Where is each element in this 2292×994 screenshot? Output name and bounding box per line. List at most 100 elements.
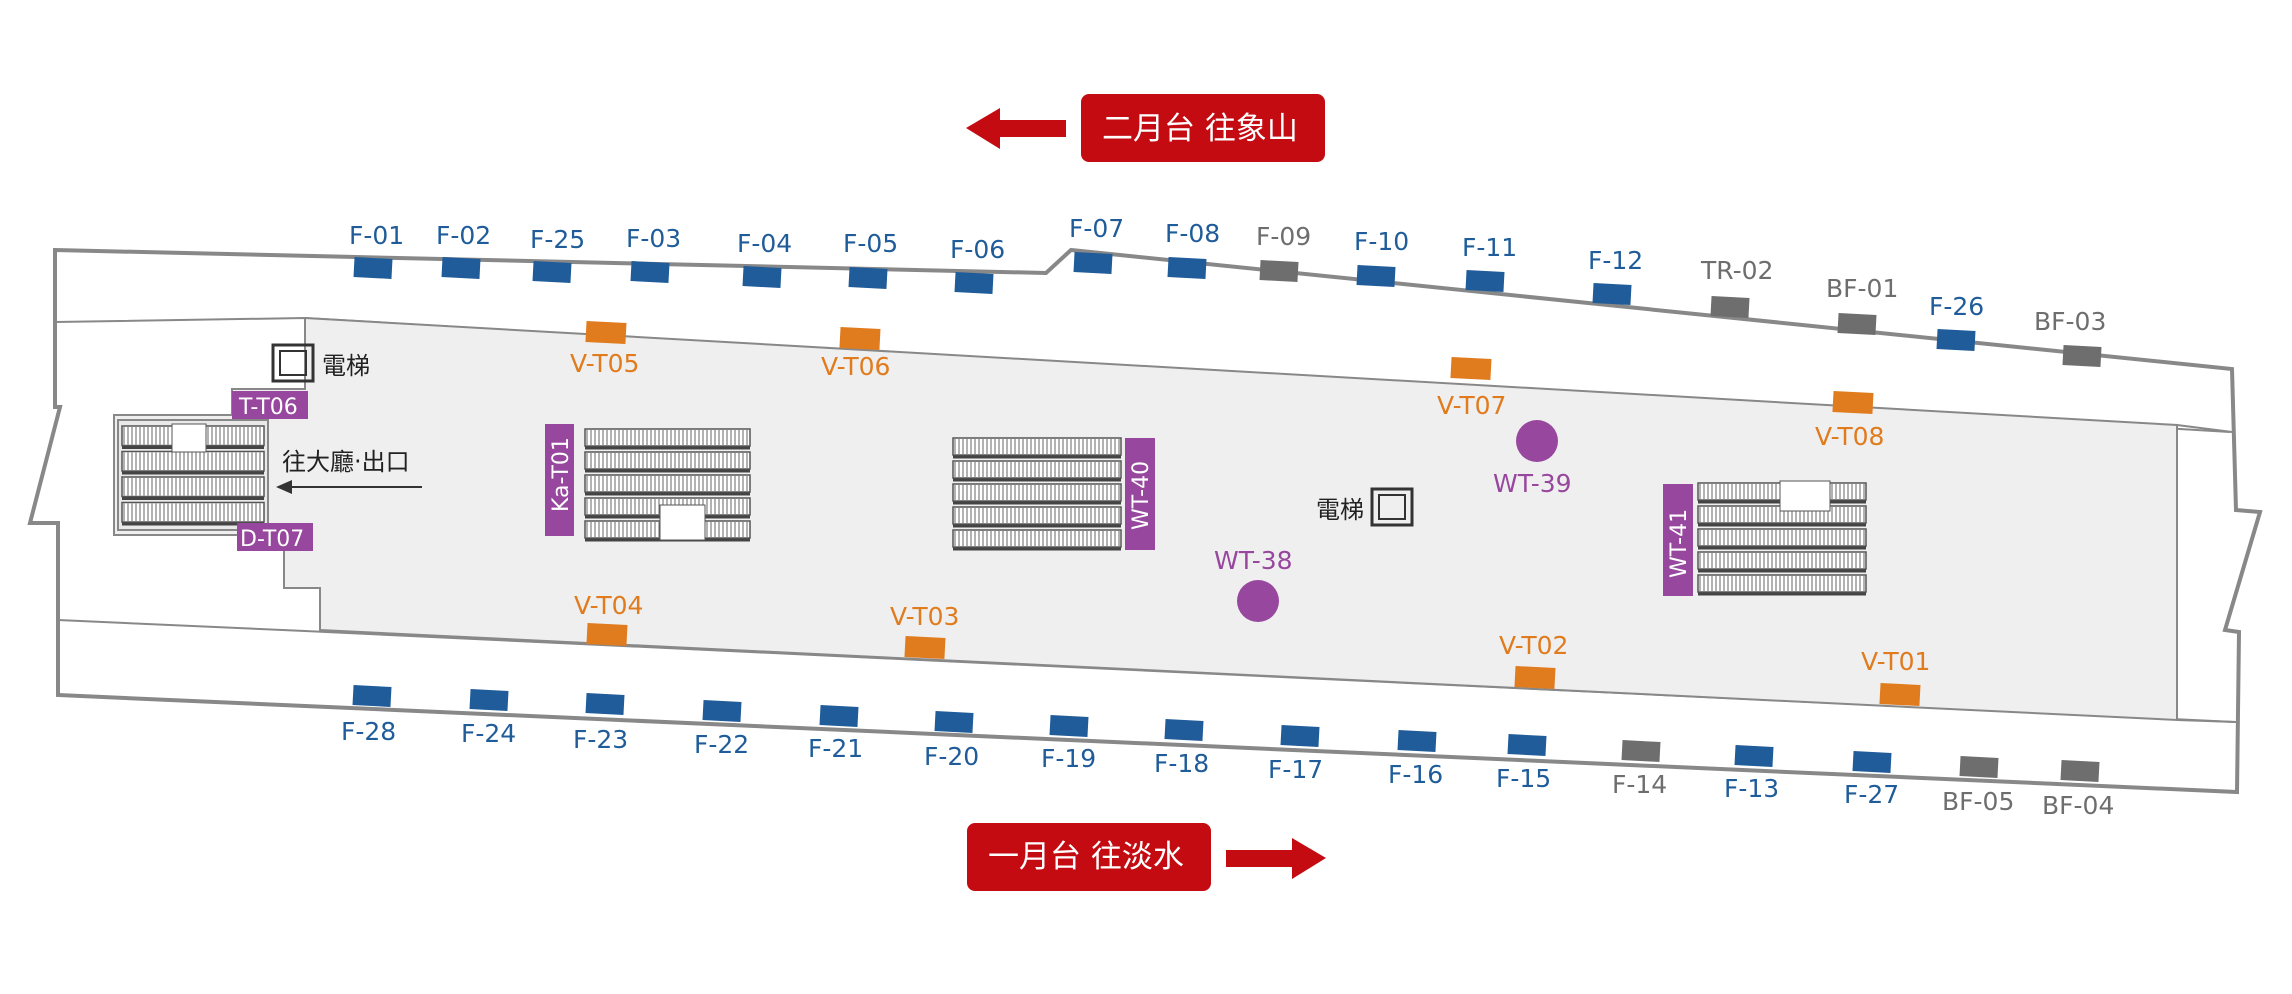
facility-bf-05[interactable]: BF-05 (1942, 756, 2014, 816)
facility-f-16[interactable]: F-16 (1388, 730, 1443, 789)
svg-text:F-06: F-06 (950, 235, 1005, 264)
stair-tag-wt-41[interactable]: WT-41 (1663, 484, 1693, 596)
exit-escalator[interactable] (117, 419, 269, 531)
facility-f-09[interactable]: F-09 (1256, 222, 1311, 282)
stair-tag-wt-40[interactable]: WT-40 (1125, 438, 1155, 550)
svg-text:F-05: F-05 (843, 229, 898, 258)
facility-f-20[interactable]: F-20 (924, 711, 979, 771)
facility-f-26[interactable]: F-26 (1929, 292, 1984, 351)
facility-f-24[interactable]: F-24 (461, 689, 516, 748)
svg-text:F-13: F-13 (1724, 774, 1779, 803)
vending-v-t08[interactable]: V-T08 (1815, 390, 1884, 451)
top-facility-markers: F-01 F-02 F-25 F-03 F-04 F-05 F-06 F-07 F-08 F-09… (349, 214, 2106, 367)
svg-text:WT-38: WT-38 (1214, 546, 1293, 575)
svg-text:F-27: F-27 (1844, 780, 1899, 809)
right-arrow-icon (1226, 838, 1326, 879)
svg-text:F-23: F-23 (573, 725, 628, 754)
svg-text:V-T03: V-T03 (890, 602, 959, 631)
svg-text:WT-41: WT-41 (1667, 509, 1692, 578)
facility-f-13[interactable]: F-13 (1724, 745, 1779, 803)
facility-f-27[interactable]: F-27 (1844, 751, 1899, 809)
elevator-label-center: 電梯 (1316, 496, 1364, 524)
facility-f-04[interactable]: F-04 (737, 229, 792, 288)
facility-f-05[interactable]: F-05 (843, 229, 898, 289)
svg-text:F-14: F-14 (1612, 770, 1667, 799)
svg-text:F-21: F-21 (808, 734, 863, 763)
facility-f-08[interactable]: F-08 (1165, 219, 1220, 279)
direction-sign-platform2: 二月台 往象山 (966, 94, 1325, 162)
vending-v-t04[interactable]: V-T04 (574, 591, 643, 647)
facility-f-14[interactable]: F-14 (1612, 740, 1667, 799)
vending-v-t06[interactable]: V-T06 (821, 326, 890, 381)
facility-f-07[interactable]: F-07 (1069, 214, 1124, 274)
svg-text:F-19: F-19 (1041, 744, 1096, 773)
elevator-label-left: 電梯 (322, 352, 370, 380)
svg-text:F-28: F-28 (341, 717, 396, 746)
svg-text:F-18: F-18 (1154, 749, 1209, 778)
facility-f-03[interactable]: F-03 (626, 224, 681, 283)
elevator-icon-center (1370, 487, 1414, 527)
facility-f-23[interactable]: F-23 (573, 693, 628, 754)
svg-text:BF-01: BF-01 (1826, 274, 1898, 303)
facility-f-22[interactable]: F-22 (694, 700, 749, 759)
facility-f-01[interactable]: F-01 (349, 221, 404, 279)
facility-f-11[interactable]: F-11 (1462, 233, 1517, 292)
svg-text:二月台 往象山: 二月台 往象山 (1102, 111, 1298, 147)
facility-f-18[interactable]: F-18 (1154, 719, 1209, 778)
stairs-wt-41[interactable] (1697, 480, 1867, 596)
svg-text:F-26: F-26 (1929, 292, 1984, 321)
svg-text:WT-39: WT-39 (1493, 469, 1572, 498)
svg-text:V-T01: V-T01 (1861, 647, 1930, 676)
facility-f-25[interactable]: F-25 (530, 225, 585, 283)
vending-v-t01[interactable]: V-T01 (1861, 647, 1930, 707)
facility-f-10[interactable]: F-10 (1354, 227, 1409, 287)
svg-text:V-T02: V-T02 (1499, 631, 1568, 660)
facility-f-28[interactable]: F-28 (341, 685, 396, 746)
svg-text:V-T05: V-T05 (570, 349, 639, 378)
facility-f-02[interactable]: F-02 (436, 221, 491, 279)
facility-bf-01[interactable]: BF-01 (1826, 274, 1898, 335)
facility-bf-03[interactable]: BF-03 (2034, 307, 2106, 367)
svg-text:F-11: F-11 (1462, 233, 1517, 262)
vending-v-t07[interactable]: V-T07 (1437, 356, 1506, 420)
svg-text:Ka-T01: Ka-T01 (549, 437, 574, 512)
stairs-ka-t01[interactable] (584, 428, 751, 542)
exit-arrow-icon (276, 480, 422, 494)
facility-f-12[interactable]: F-12 (1588, 246, 1643, 305)
svg-text:F-02: F-02 (436, 221, 491, 250)
svg-text:F-16: F-16 (1388, 760, 1443, 789)
facility-f-21[interactable]: F-21 (808, 705, 863, 763)
stair-tag-ka-t01[interactable]: Ka-T01 (545, 424, 574, 536)
facility-f-17[interactable]: F-17 (1268, 725, 1323, 784)
svg-text:F-12: F-12 (1588, 246, 1643, 275)
svg-text:F-20: F-20 (924, 742, 979, 771)
svg-text:F-15: F-15 (1496, 764, 1551, 793)
svg-text:F-09: F-09 (1256, 222, 1311, 251)
svg-text:F-08: F-08 (1165, 219, 1220, 248)
vending-v-t02[interactable]: V-T02 (1499, 631, 1568, 690)
svg-text:F-04: F-04 (737, 229, 792, 258)
facility-bf-04[interactable]: BF-04 (2042, 760, 2114, 820)
svg-text:V-T08: V-T08 (1815, 422, 1884, 451)
facility-f-15[interactable]: F-15 (1496, 734, 1551, 793)
pillar-wt-38[interactable]: WT-38 (1214, 546, 1293, 622)
svg-text:F-01: F-01 (349, 221, 404, 250)
pillar-wt-39[interactable]: WT-39 (1493, 420, 1572, 498)
stairs-wt-40[interactable] (952, 437, 1122, 551)
vending-v-t05[interactable]: V-T05 (570, 320, 639, 378)
vending-v-t03[interactable]: V-T03 (890, 602, 959, 660)
svg-text:F-10: F-10 (1354, 227, 1409, 256)
svg-text:F-07: F-07 (1069, 214, 1124, 243)
stair-tag-t-t06[interactable]: T-T06 (232, 391, 308, 420)
facility-f-19[interactable]: F-19 (1041, 715, 1096, 773)
stair-tag-d-t07[interactable]: D-T07 (237, 523, 313, 552)
svg-text:BF-05: BF-05 (1942, 787, 2014, 816)
svg-text:F-17: F-17 (1268, 755, 1323, 784)
svg-text:T-T06: T-T06 (238, 395, 298, 420)
svg-text:F-24: F-24 (461, 719, 516, 748)
facility-tr-02[interactable]: TR-02 (1700, 256, 1773, 318)
svg-text:F-22: F-22 (694, 730, 749, 759)
facility-f-06[interactable]: F-06 (950, 235, 1005, 294)
svg-text:WT-40: WT-40 (1129, 461, 1154, 530)
